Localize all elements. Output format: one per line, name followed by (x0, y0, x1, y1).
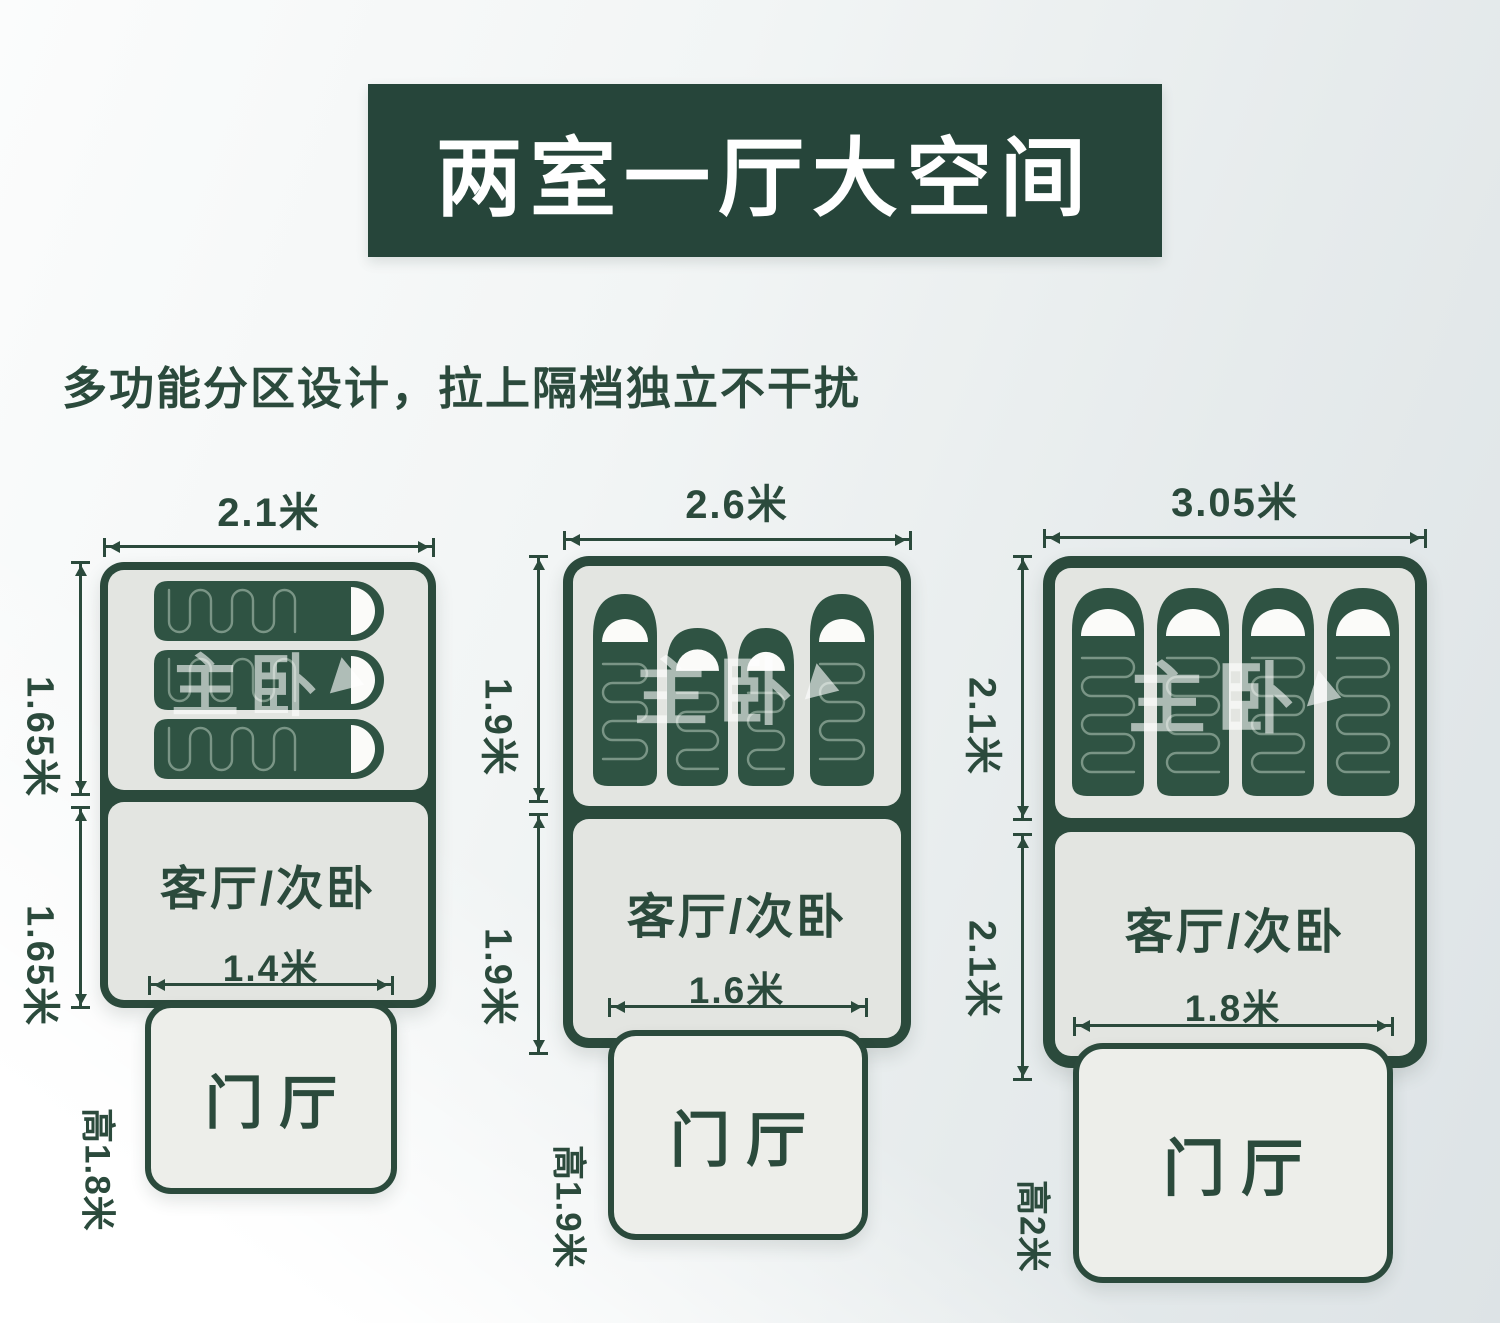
arrowhead-icon (418, 541, 429, 553)
entrance-hall-small: 门厅 (145, 1002, 397, 1194)
arrowhead-icon (1410, 532, 1421, 544)
sleeping-bag-icon (1157, 588, 1229, 796)
arrowhead-icon (614, 1001, 625, 1013)
tent-floorplan-small: 主卧 客厅/次卧 (100, 562, 436, 1008)
master-bedroom-area: 主卧 (1055, 568, 1415, 818)
living-room-area: 客厅/次卧 (573, 819, 901, 1038)
sleeping-bag-icon (154, 581, 384, 641)
door-width-label: 1.4米 (222, 948, 320, 989)
living-room-area: 客厅/次卧 (1055, 832, 1415, 1056)
sleeping-bag-icon (667, 628, 728, 786)
living-room-area: 客厅/次卧 (108, 802, 428, 1000)
arrowhead-icon (1017, 806, 1029, 817)
width-dimension-line (563, 531, 912, 550)
sleeping-bag-icon (810, 594, 874, 786)
arrowhead-icon (533, 817, 545, 828)
sleeping-bag-icon (154, 719, 384, 779)
height-dimension-line (71, 561, 90, 796)
width-dimension-line (1043, 529, 1427, 548)
arrowhead-icon (1079, 1020, 1090, 1032)
tent-floorplan-medium: 主卧 客厅/次卧 (563, 556, 911, 1048)
width-dimension-label: 3.05米 (1171, 481, 1299, 525)
sleeping-bag-icon (1242, 588, 1314, 796)
arrowhead-icon (1017, 559, 1029, 570)
arrowhead-icon (109, 541, 120, 553)
arrowhead-icon (851, 1001, 862, 1013)
arrowhead-icon (895, 534, 906, 546)
arrowhead-icon (1017, 1066, 1029, 1077)
height-dimension-line (1013, 833, 1032, 1081)
page-title: 两室一厅大空间 (436, 131, 1094, 227)
sleeping-bags-group (1055, 568, 1415, 818)
sleeping-bags-group (108, 570, 428, 790)
door-width-label: 1.6米 (688, 970, 786, 1011)
arrowhead-icon (377, 979, 388, 991)
tent-floorplan-large: 主卧 客厅/次卧 (1043, 556, 1427, 1068)
width-dimension-label: 2.6米 (685, 483, 789, 527)
master-bedroom-area: 主卧 (108, 570, 428, 790)
sleeping-bag-icon (593, 594, 657, 786)
arrowhead-icon (533, 559, 545, 570)
arrowhead-icon (1049, 532, 1060, 544)
master-bedroom-area: 主卧 (573, 566, 901, 806)
sleeping-bag-icon (1072, 588, 1144, 796)
entrance-hall-medium: 门厅 (608, 1030, 868, 1240)
height-dimension-line (529, 813, 548, 1055)
width-dimension-label: 2.1米 (217, 491, 321, 535)
arrowhead-icon (154, 979, 165, 991)
living-room-label: 客厅/次卧 (159, 862, 377, 915)
door-width-label: 1.8米 (1184, 988, 1282, 1029)
arrowhead-icon (75, 565, 87, 576)
title-banner: 两室一厅大空间 (368, 84, 1162, 257)
height-dimension-line (71, 806, 90, 1009)
width-dimension-line (103, 538, 435, 557)
height-dimension-line (529, 555, 548, 803)
sleeping-bag-icon (1327, 588, 1399, 796)
sleeping-bags-group (573, 566, 901, 806)
door-width-line (148, 976, 394, 995)
entrance-hall-large: 门厅 (1073, 1043, 1393, 1283)
arrowhead-icon (75, 781, 87, 792)
subtitle-text: 多功能分区设计，拉上隔档独立不干扰 (62, 363, 862, 414)
height-dimension-line (1013, 555, 1032, 821)
door-width-line (1073, 1017, 1394, 1036)
arrowhead-icon (533, 1040, 545, 1051)
arrowhead-icon (533, 788, 545, 799)
living-room-label: 客厅/次卧 (626, 891, 848, 944)
arrowhead-icon (1377, 1020, 1388, 1032)
sleeping-bag-icon (154, 650, 384, 710)
sleeping-bag-icon (738, 628, 794, 786)
door-width-line (608, 998, 868, 1017)
arrowhead-icon (1017, 837, 1029, 848)
arrowhead-icon (75, 810, 87, 821)
living-room-label: 客厅/次卧 (1124, 906, 1346, 959)
arrowhead-icon (75, 994, 87, 1005)
arrowhead-icon (569, 534, 580, 546)
